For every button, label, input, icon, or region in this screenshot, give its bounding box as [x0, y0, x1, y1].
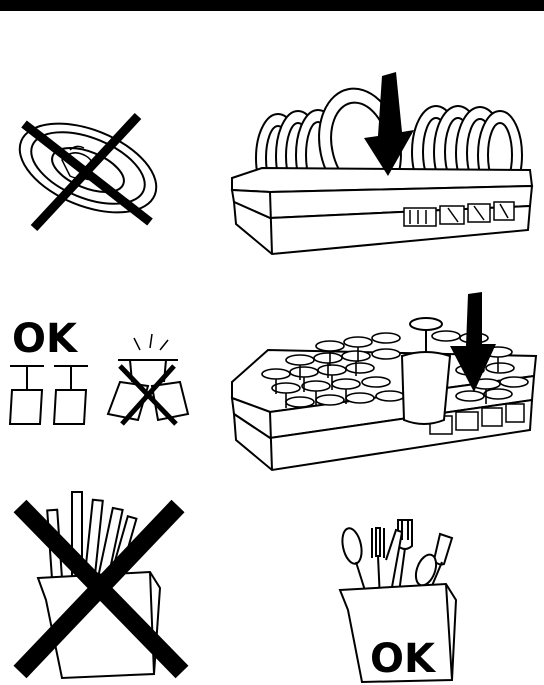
ok-label-cutlery: OK	[370, 636, 437, 682]
cutlery-ok-panel: OK	[339, 520, 456, 682]
leaning-glasses	[108, 334, 188, 420]
cutlery-prohibited-panel	[20, 492, 182, 678]
glasses-rack-panel	[232, 292, 536, 470]
plate-rack	[232, 168, 532, 254]
upright-glasses	[10, 366, 88, 424]
ok-label-glasses: OK	[12, 316, 79, 362]
top-rule	[0, 0, 544, 11]
plates-rack-panel	[232, 72, 532, 254]
plate-prohibited-panel	[7, 106, 169, 230]
prohibited-cross-icon	[24, 116, 150, 228]
glasses-placement-panel: OK	[10, 316, 188, 424]
